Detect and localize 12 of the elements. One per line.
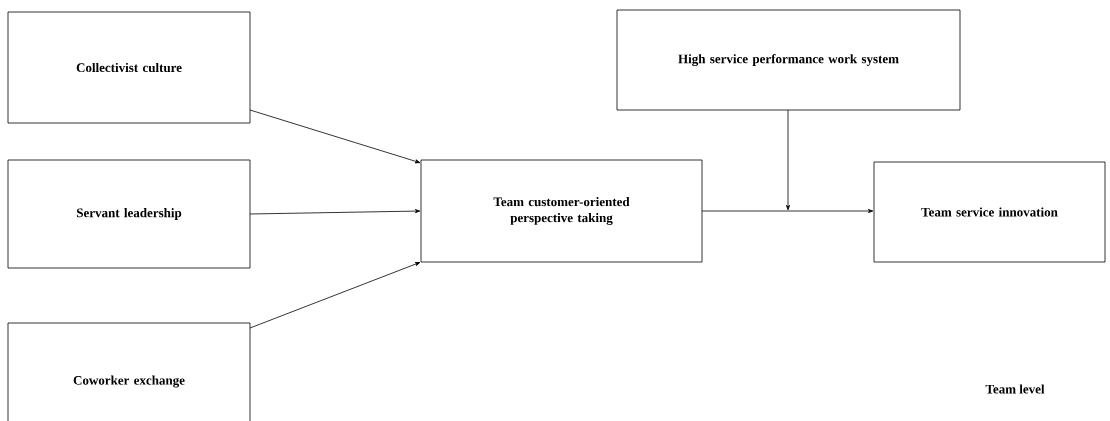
arrow — [249, 262, 421, 329]
process-box: Collectivist culture — [7, 11, 251, 124]
process-box: Team customer-oriented perspective taking — [420, 159, 703, 263]
arrow — [701, 209, 874, 213]
arrow — [786, 109, 790, 211]
arrow — [249, 109, 421, 164]
arrow — [249, 209, 421, 215]
process-box: Team service innovation — [873, 161, 1106, 263]
process-box: Coworker exchange — [7, 322, 251, 421]
level-label: Team level — [985, 384, 1045, 394]
process-box: High service performance work system — [616, 9, 961, 111]
process-box: Servant leadership — [7, 159, 251, 269]
